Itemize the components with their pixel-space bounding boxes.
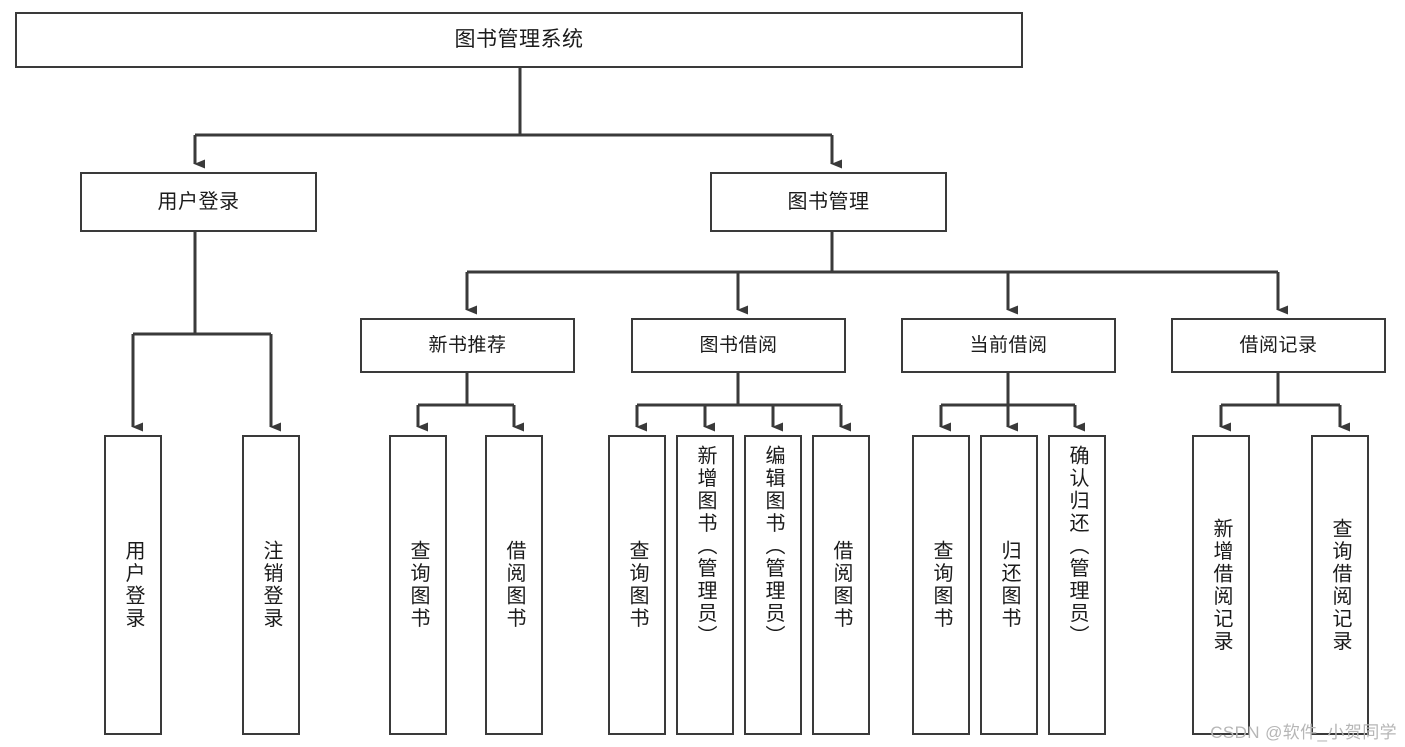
node-label: 新增借阅记录 xyxy=(1210,517,1232,653)
node-root-system[interactable]: 图书管理系统 xyxy=(15,12,1023,68)
csdn-watermark: CSDN @软件_小贺同学 xyxy=(1210,723,1397,742)
node-book-management[interactable]: 图书管理 xyxy=(710,172,947,232)
node-book-borrow[interactable]: 图书借阅 xyxy=(631,318,846,373)
node-label: 用户登录 xyxy=(157,190,240,213)
node-label: 查询图书 xyxy=(407,540,429,630)
node-label: 查询借阅记录 xyxy=(1329,517,1351,653)
node-label: 新书推荐 xyxy=(428,334,507,356)
leaf-user-login-logout[interactable]: 注销登录 xyxy=(242,435,300,735)
node-label: 图书管理 xyxy=(787,190,870,213)
node-label: 编辑图书（管理员） xyxy=(762,445,784,648)
leaf-current-borrow-return[interactable]: 归还图书 xyxy=(980,435,1038,735)
leaf-borrow-record-query[interactable]: 查询借阅记录 xyxy=(1311,435,1369,735)
node-label: 图书借阅 xyxy=(699,334,778,356)
node-new-book-recommend[interactable]: 新书推荐 xyxy=(360,318,575,373)
node-borrow-record[interactable]: 借阅记录 xyxy=(1171,318,1386,373)
node-label: 当前借阅 xyxy=(969,334,1048,356)
node-label: 查询图书 xyxy=(930,540,952,630)
leaf-book-borrow-query[interactable]: 查询图书 xyxy=(608,435,666,735)
leaf-user-login-login[interactable]: 用户登录 xyxy=(104,435,162,735)
leaf-current-borrow-confirm-admin[interactable]: 确认归还（管理员） xyxy=(1048,435,1106,735)
node-label: 查询图书 xyxy=(626,540,648,630)
leaf-book-borrow-add-admin[interactable]: 新增图书（管理员） xyxy=(676,435,734,735)
node-label: 借阅图书 xyxy=(830,540,852,630)
node-label: 注销登录 xyxy=(260,540,282,630)
leaf-new-book-borrow[interactable]: 借阅图书 xyxy=(485,435,543,735)
node-label: 图书管理系统 xyxy=(454,28,584,52)
node-label: 借阅记录 xyxy=(1239,334,1318,356)
leaf-book-borrow-edit-admin[interactable]: 编辑图书（管理员） xyxy=(744,435,802,735)
leaf-new-book-query[interactable]: 查询图书 xyxy=(389,435,447,735)
leaf-book-borrow-borrow[interactable]: 借阅图书 xyxy=(812,435,870,735)
node-label: 借阅图书 xyxy=(503,540,525,630)
leaf-current-borrow-query[interactable]: 查询图书 xyxy=(912,435,970,735)
leaf-borrow-record-add[interactable]: 新增借阅记录 xyxy=(1192,435,1250,735)
node-label: 确认归还（管理员） xyxy=(1066,445,1088,648)
node-label: 用户登录 xyxy=(122,540,144,630)
node-label: 新增图书（管理员） xyxy=(694,445,716,648)
node-label: 归还图书 xyxy=(998,540,1020,630)
node-user-login[interactable]: 用户登录 xyxy=(80,172,317,232)
node-current-borrow[interactable]: 当前借阅 xyxy=(901,318,1116,373)
